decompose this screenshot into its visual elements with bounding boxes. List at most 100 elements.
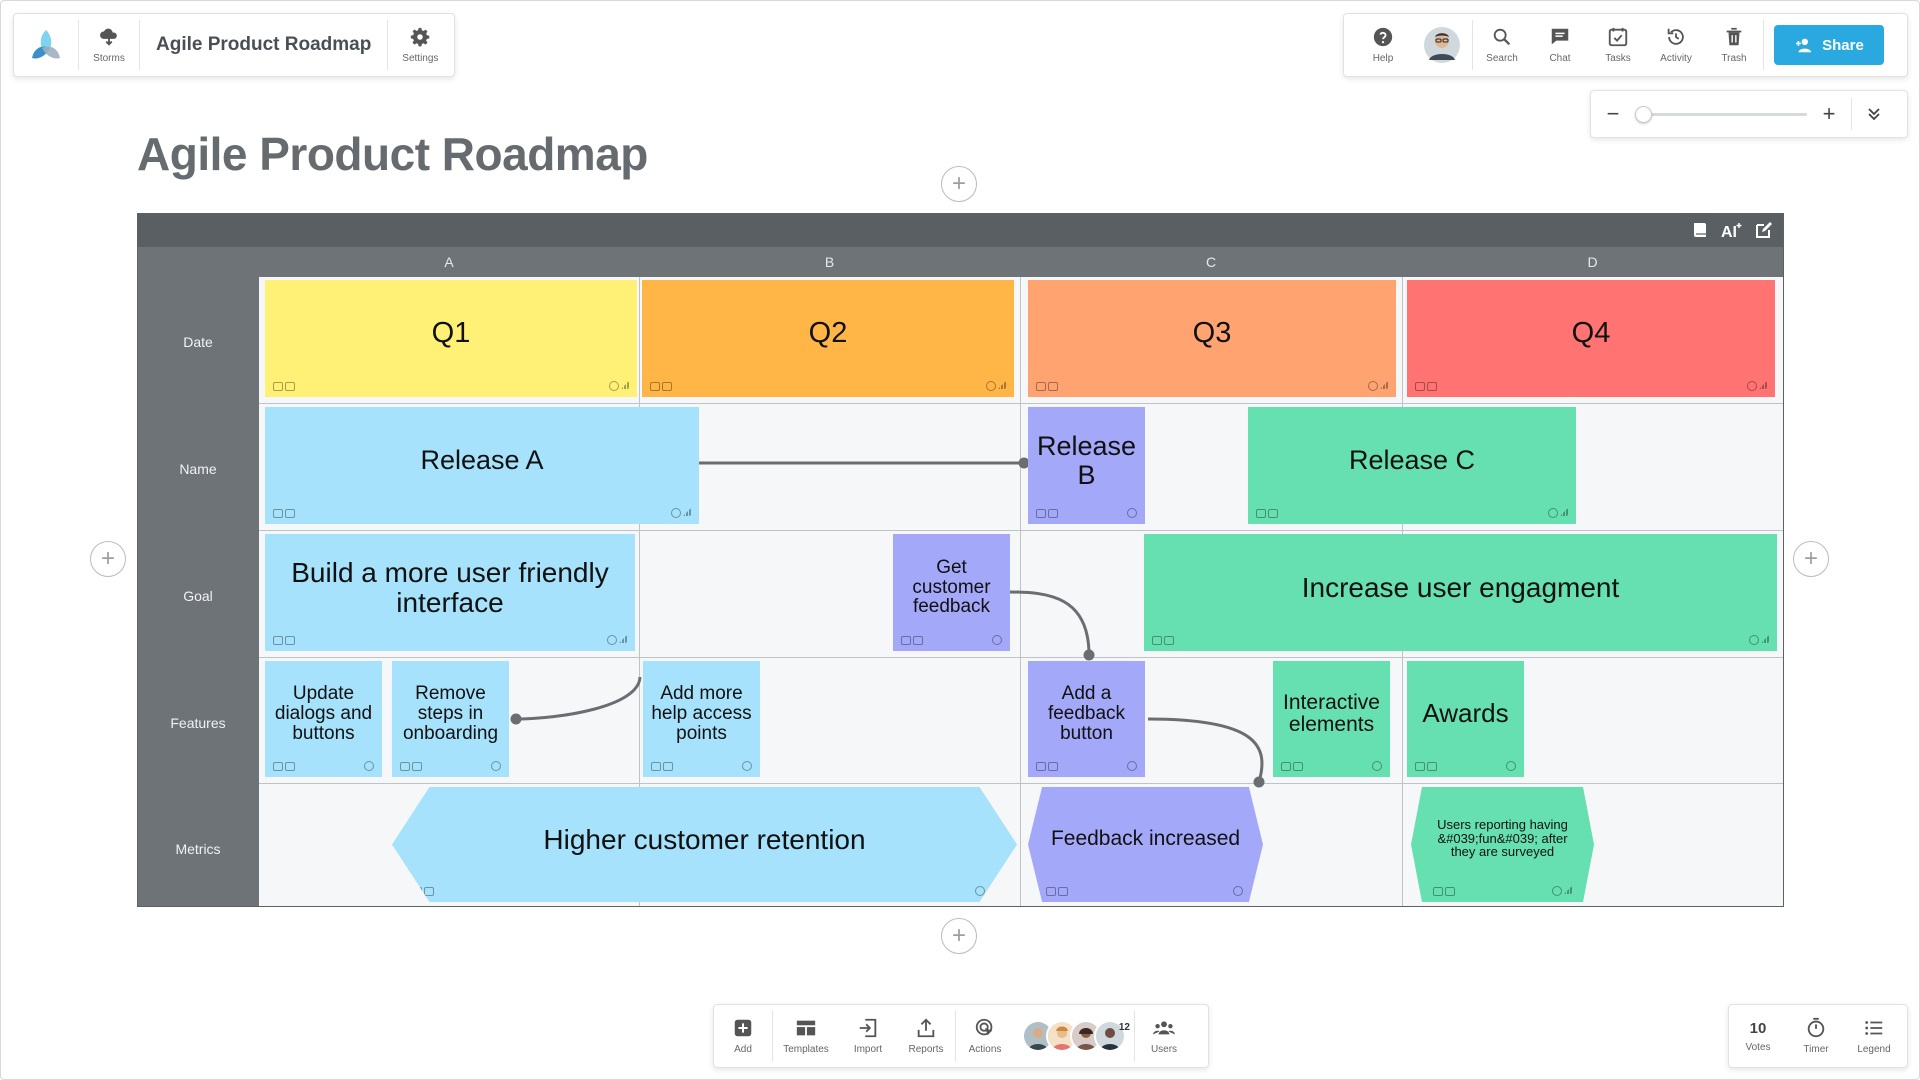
add-user-icon	[1796, 38, 1812, 53]
templates-button[interactable]: Templates	[773, 1005, 839, 1067]
zoom-in-button[interactable]: +	[1822, 101, 1836, 126]
trash-icon	[1726, 27, 1742, 46]
note-goal-user-engagement[interactable]: Increase user engagment	[1144, 534, 1777, 651]
add-icon	[734, 1019, 752, 1037]
add-button[interactable]: Add	[714, 1005, 772, 1067]
votes-button[interactable]: 10 Votes	[1729, 1005, 1787, 1067]
note-feature-remove-steps[interactable]: Remove steps in onboarding	[392, 661, 509, 777]
timer-icon	[1807, 1017, 1825, 1038]
actions-icon	[975, 1018, 993, 1036]
logo-icon[interactable]	[14, 14, 78, 76]
share-label: Share	[1822, 36, 1864, 54]
note-q3[interactable]: Q3	[1028, 280, 1396, 397]
note-feature-help-access[interactable]: Add more help access points	[643, 661, 760, 777]
tasks-icon	[1608, 27, 1628, 47]
templates-icon	[796, 1020, 816, 1036]
add-label: Add	[734, 1044, 752, 1055]
row-header-name[interactable]: Name	[179, 461, 217, 477]
activity-button[interactable]: Activity	[1647, 14, 1705, 76]
search-button[interactable]: Search	[1473, 14, 1531, 76]
tasks-button[interactable]: Tasks	[1589, 14, 1647, 76]
column-header-d[interactable]: D	[1587, 254, 1598, 270]
app-title[interactable]: Agile Product Roadmap	[156, 34, 372, 55]
note-q1[interactable]: Q1	[265, 280, 637, 397]
share-button[interactable]: Share	[1774, 25, 1884, 65]
note-metric-feedback-increased[interactable]: Feedback increased	[1028, 787, 1263, 902]
column-header-a[interactable]: A	[444, 254, 454, 270]
settings-button[interactable]: Settings	[388, 14, 452, 76]
add-row-below-button[interactable]: +	[941, 918, 977, 954]
avatar	[1022, 1020, 1054, 1052]
votes-count: 10	[1749, 1019, 1767, 1037]
note-metric-users-fun[interactable]: Users reporting having &#039;fun&#039; a…	[1411, 787, 1594, 902]
storms-icon	[100, 28, 117, 46]
note-q4[interactable]: Q4	[1407, 280, 1775, 397]
row-header-date[interactable]: Date	[183, 334, 213, 350]
trash-label: Trash	[1721, 53, 1747, 64]
note-feature-update-dialogs[interactable]: Update dialogs and buttons	[265, 661, 382, 777]
bottom-right-toolbar: 10 Votes Timer Legend	[1728, 1004, 1908, 1068]
zoom-slider-thumb[interactable]	[1635, 106, 1652, 123]
activity-label: Activity	[1660, 53, 1692, 64]
note-goal-customer-feedback[interactable]: Get customer feedback	[893, 534, 1010, 651]
chat-label: Chat	[1549, 53, 1571, 64]
ai-text-icon[interactable]: AI	[1721, 219, 1743, 241]
zoom-out-button[interactable]: −	[1606, 101, 1620, 126]
note-metric-customer-retention[interactable]: Higher customer retention	[392, 787, 1017, 902]
row-header-metrics[interactable]: Metrics	[175, 841, 221, 857]
note-release-b[interactable]: Release B	[1028, 407, 1145, 524]
reports-label: Reports	[908, 1044, 944, 1055]
help-label: Help	[1372, 53, 1394, 64]
search-label: Search	[1486, 53, 1518, 64]
add-column-right-button[interactable]: +	[1793, 541, 1829, 577]
note-release-c[interactable]: Release C	[1248, 407, 1576, 524]
note-feature-interactive-elements[interactable]: Interactive elements	[1273, 661, 1390, 777]
chat-button[interactable]: Chat	[1531, 14, 1589, 76]
legend-button[interactable]: Legend	[1845, 1005, 1903, 1067]
row-header-features[interactable]: Features	[170, 715, 226, 731]
legend-icon	[1865, 1021, 1883, 1035]
actions-label: Actions	[968, 1044, 1002, 1055]
reports-button[interactable]: Reports	[897, 1005, 955, 1067]
import-button[interactable]: Import	[839, 1005, 897, 1067]
top-left-toolbar: Storms Agile Product Roadmap Settings	[13, 13, 455, 77]
note-goal-friendly-interface[interactable]: Build a more user friendly interface	[265, 534, 635, 651]
collapse-button[interactable]	[1852, 91, 1896, 137]
active-users-avatars[interactable]: 12	[1014, 1020, 1134, 1052]
bottom-toolbar: Add Templates Import Reports Actions 12 …	[713, 1004, 1209, 1068]
top-right-toolbar: Help Search Chat Tasks Activity Trash Sh…	[1343, 13, 1908, 77]
collapse-icon	[1868, 108, 1880, 121]
current-user-avatar[interactable]	[1412, 26, 1472, 64]
page-title[interactable]: Agile Product Roadmap	[137, 128, 648, 180]
help-button[interactable]: Help	[1354, 14, 1412, 76]
actions-button[interactable]: Actions	[956, 1005, 1014, 1067]
templates-label: Templates	[783, 1044, 829, 1055]
zoom-controls: − +	[1590, 90, 1908, 138]
storms-button[interactable]: Storms	[79, 14, 139, 76]
column-header-b[interactable]: B	[824, 254, 835, 270]
add-column-left-button[interactable]: +	[90, 541, 126, 577]
svg-text:AI: AI	[1721, 224, 1737, 239]
trash-button[interactable]: Trash	[1705, 14, 1763, 76]
note-feature-feedback-button[interactable]: Add a feedback button	[1028, 661, 1145, 777]
activity-icon	[1667, 28, 1684, 45]
row-header-goal[interactable]: Goal	[183, 588, 213, 604]
users-button[interactable]: Users	[1135, 1005, 1193, 1067]
edit-icon[interactable]	[1753, 219, 1775, 241]
legend-label: Legend	[1857, 1044, 1891, 1055]
book-icon[interactable]	[1689, 219, 1711, 241]
settings-label: Settings	[402, 53, 439, 64]
storms-label: Storms	[93, 53, 125, 64]
column-header-c[interactable]: C	[1205, 254, 1217, 270]
note-feature-awards[interactable]: Awards	[1407, 661, 1524, 777]
note-q2[interactable]: Q2	[642, 280, 1014, 397]
timer-button[interactable]: Timer	[1787, 1005, 1845, 1067]
chat-icon	[1551, 28, 1569, 45]
zoom-slider[interactable]	[1635, 104, 1807, 124]
board-grid: Q1 Q2 Q3 Q4 Release A Release B Release …	[259, 277, 1783, 906]
search-icon	[1493, 28, 1511, 46]
users-label: Users	[1150, 1044, 1178, 1055]
import-label: Import	[853, 1044, 883, 1055]
add-row-above-button[interactable]: +	[941, 166, 977, 202]
note-release-a[interactable]: Release A	[265, 407, 699, 524]
